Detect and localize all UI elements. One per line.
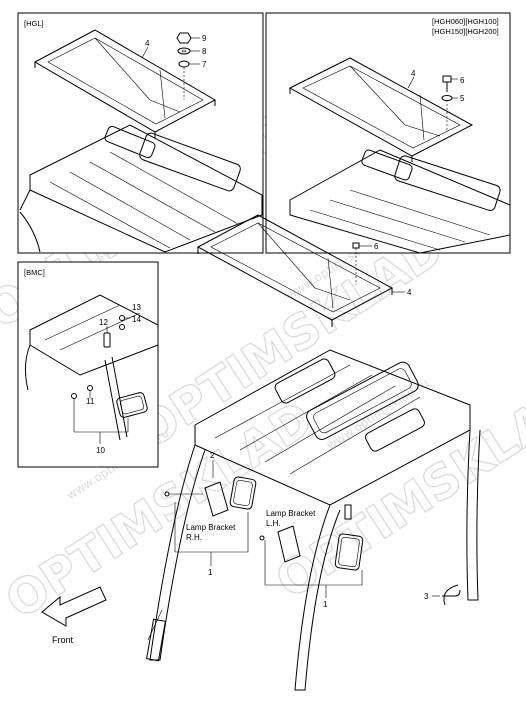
callout-10: 10 [96,446,105,455]
callout-2: 2 [210,451,215,460]
lamp-icon [334,533,364,571]
washer-icon [119,315,125,321]
front-label: Front [52,635,74,645]
panel-hgh: [HGH060][HGH100] [HGH150][HGH200] 6 5 4 [265,12,511,254]
washer-icon [71,393,77,399]
front-arrow [41,586,107,627]
panel-bmc-border [17,261,159,468]
nut-icon [87,385,93,391]
hgh-hardware [441,75,458,132]
hgh-cab-roof [289,149,511,254]
callout-4: 4 [411,69,416,78]
lamp-bracket-lh-side: L.H. [266,519,281,528]
lamp-icon [229,476,257,510]
hex-nut-icon [176,32,192,44]
callout-12: 12 [99,318,108,327]
callout-5: 5 [460,94,465,103]
panel-hgh-tag-line2: [HGH150][HGH200] [432,27,499,36]
callout-13: 13 [132,303,141,312]
callout-4: 4 [145,39,150,48]
callout-4: 4 [407,288,412,297]
callout-7: 7 [202,60,207,69]
nut-icon [259,535,265,541]
panel-hgl-tag: [HGL] [24,19,44,28]
panel-hgh-tag-line1: [HGH060][HGH100] [432,17,499,26]
panel-bmc: [BMC] 12 13 14 11 10 [17,261,159,468]
hgl-hardware [176,32,200,100]
rh-lamp-bracket [164,460,257,566]
lamp-bracket-rh-side: R.H. [186,533,202,542]
hose [432,589,461,597]
main-roof-frame [196,214,405,327]
lamp-bracket-rh-label: Lamp Bracket [186,523,236,532]
callout-1: 1 [323,600,328,609]
lamp-bracket-lh-label: Lamp Bracket [266,509,316,518]
mirror-icon [116,392,148,418]
callout-8: 8 [202,47,207,56]
roof-panel-large [306,361,419,440]
bmc-hardware [71,315,130,444]
roof-panel-small [365,408,425,452]
watermark-url: www.optim-sklad.ru [324,376,431,453]
hgl-roof-frame [33,29,217,138]
roof-panel-small [274,358,336,404]
hgl-cab-roof [19,124,263,253]
callout-14: 14 [132,315,141,324]
panel-hgh-border [265,12,511,254]
main-bolt [352,242,372,285]
callout-3: 3 [424,592,429,601]
callout-1: 1 [208,568,213,577]
arrow-icon [41,586,107,627]
panel-hgl-border [17,12,264,254]
lh-lamp-bracket [259,504,364,598]
main-cab-frame [146,349,481,691]
panel-bmc-tag: [BMC] [24,268,45,277]
bmc-cab-corner [24,294,159,441]
hgh-roof-frame [288,57,474,162]
callout-6: 6 [460,76,465,85]
callout-9: 9 [202,34,207,43]
callout-11: 11 [86,397,95,406]
panel-hgl: [HGL] 9 8 7 4 [17,12,264,254]
nut-icon [119,324,125,330]
callout-6: 6 [374,242,379,251]
bracket-clip [344,504,352,520]
